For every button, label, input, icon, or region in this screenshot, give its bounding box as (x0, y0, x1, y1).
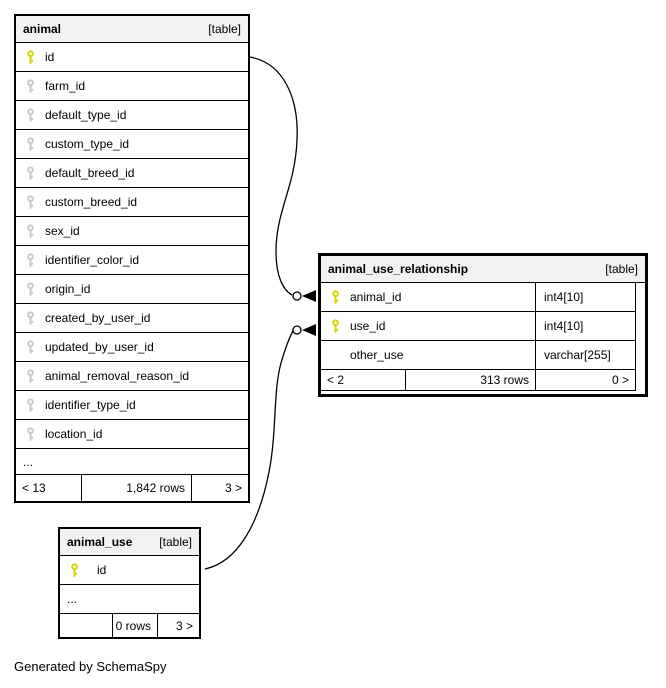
table-body: animal_id int4[10] use_id int4[10] other… (321, 283, 636, 391)
column-row-animal-removal-reason-id: animal_removal_reason_id (16, 362, 248, 391)
column-name: created_by_user_id (45, 311, 151, 325)
column-name: use_id (350, 319, 386, 333)
column-row-default-type-id: default_type_id (16, 101, 248, 130)
row-count: 1,842 rows (82, 475, 192, 501)
column-name: identifier_type_id (45, 398, 136, 412)
table-footer-animal-use: 0 rows 3 > (60, 614, 199, 637)
table-header-animal[interactable]: animal [table] (16, 16, 248, 43)
foreign-key-icon (27, 78, 34, 93)
column-name-cell: use_id (321, 312, 535, 340)
table-kind-label: [table] (159, 535, 192, 549)
column-row-custom-type-id: custom_type_id (16, 130, 248, 159)
column-name: default_breed_id (45, 166, 135, 180)
column-row-location-id: location_id (16, 420, 248, 449)
column-name: identifier_color_id (45, 253, 140, 267)
table-footer-animal-use-relationship: < 2 313 rows 0 > (321, 370, 635, 391)
column-name: location_id (45, 427, 103, 441)
table-kind-label: [table] (208, 22, 241, 36)
related-tables-count-right: 3 > (175, 618, 193, 633)
column-row-use-id: use_id int4[10] (321, 312, 635, 341)
column-row-other-use: other_use varchar[255] (321, 341, 635, 370)
column-row-id: id (60, 556, 199, 585)
column-name: farm_id (45, 79, 86, 93)
table-name: animal_use_relationship (328, 262, 469, 276)
primary-key-icon (71, 562, 78, 577)
ellipsis-text: ... (23, 454, 34, 469)
ellipsis-text: ... (67, 592, 78, 606)
connector-animal-id-to-animal-id (249, 56, 298, 296)
column-row-updated-by-user-id: updated_by_user_id (16, 333, 248, 362)
column-name: default_type_id (45, 108, 127, 122)
connector-arrowhead-icon (302, 324, 316, 336)
table-name: animal_use (67, 535, 133, 549)
connector-endpoint-circle (292, 291, 302, 301)
foreign-key-icon (27, 339, 34, 354)
column-row-identifier-color-id: identifier_color_id (16, 246, 248, 275)
foreign-key-icon (27, 223, 34, 238)
table-kind-label: [table] (605, 262, 638, 276)
related-tables-count-right: 3 > (224, 481, 242, 495)
table-node-animal-use-relationship[interactable]: animal_use_relationship [table] animal_i… (318, 253, 648, 397)
column-name: id (97, 563, 107, 577)
column-row-created-by-user-id: created_by_user_id (16, 304, 248, 333)
primary-key-icon (27, 49, 34, 64)
foreign-key-icon (27, 136, 34, 151)
connector-arrowhead-icon (302, 290, 316, 302)
foreign-key-icon (27, 252, 34, 267)
column-row-id: id (16, 43, 248, 72)
primary-key-icon (332, 289, 339, 304)
column-row-origin-id: origin_id (16, 275, 248, 304)
column-name: origin_id (45, 282, 91, 296)
column-type: varchar[255] (535, 341, 635, 369)
column-row-identifier-type-id: identifier_type_id (16, 391, 248, 420)
column-name: id (45, 50, 55, 64)
column-type: int4[10] (535, 283, 635, 311)
connector-endpoint-circle (292, 325, 302, 335)
column-row-custom-breed-id: custom_breed_id (16, 188, 248, 217)
related-tables-count (60, 614, 113, 637)
related-tables-count: < 13 (16, 475, 82, 501)
column-row-animal-id: animal_id int4[10] (321, 283, 635, 312)
column-name: animal_removal_reason_id (45, 369, 190, 383)
column-name: animal_id (350, 290, 402, 304)
column-name: updated_by_user_id (45, 340, 154, 354)
column-name-cell: other_use (321, 341, 535, 369)
hidden-columns-ellipsis: ... (60, 585, 199, 614)
foreign-key-icon (27, 397, 34, 412)
table-node-animal[interactable]: animal [table] id farm_id default_type_i… (14, 14, 250, 503)
table-footer-animal: < 13 1,842 rows 3 > (16, 475, 248, 501)
column-row-sex-id: sex_id (16, 217, 248, 246)
hidden-columns-ellipsis: ... (16, 449, 248, 475)
row-count: 0 rows (113, 614, 158, 637)
foreign-key-icon (27, 107, 34, 122)
foreign-key-icon (27, 310, 34, 325)
table-name: animal (23, 22, 62, 36)
column-name: sex_id (45, 224, 80, 238)
column-name-cell: animal_id (321, 283, 535, 311)
column-name: custom_type_id (45, 137, 130, 151)
related-tables-count-right: 0 > (535, 370, 635, 390)
foreign-key-icon (27, 281, 34, 296)
foreign-key-icon (27, 426, 34, 441)
table-header-animal-use[interactable]: animal_use [table] (60, 529, 199, 556)
generator-footnote: Generated by SchemaSpy (14, 659, 167, 674)
table-header-animal-use-relationship[interactable]: animal_use_relationship [table] (321, 256, 645, 283)
row-count: 313 rows (480, 373, 529, 387)
table-node-animal-use[interactable]: animal_use [table] id ... 0 rows 3 > (58, 527, 201, 639)
column-type: int4[10] (535, 312, 635, 340)
column-name: custom_breed_id (45, 195, 138, 209)
foreign-key-icon (27, 165, 34, 180)
column-row-default-breed-id: default_breed_id (16, 159, 248, 188)
column-row-farm-id: farm_id (16, 72, 248, 101)
primary-key-icon (332, 318, 339, 333)
foreign-key-icon (27, 194, 34, 209)
related-tables-count: < 2 (321, 370, 406, 390)
foreign-key-icon (27, 368, 34, 383)
column-name: other_use (350, 348, 404, 362)
